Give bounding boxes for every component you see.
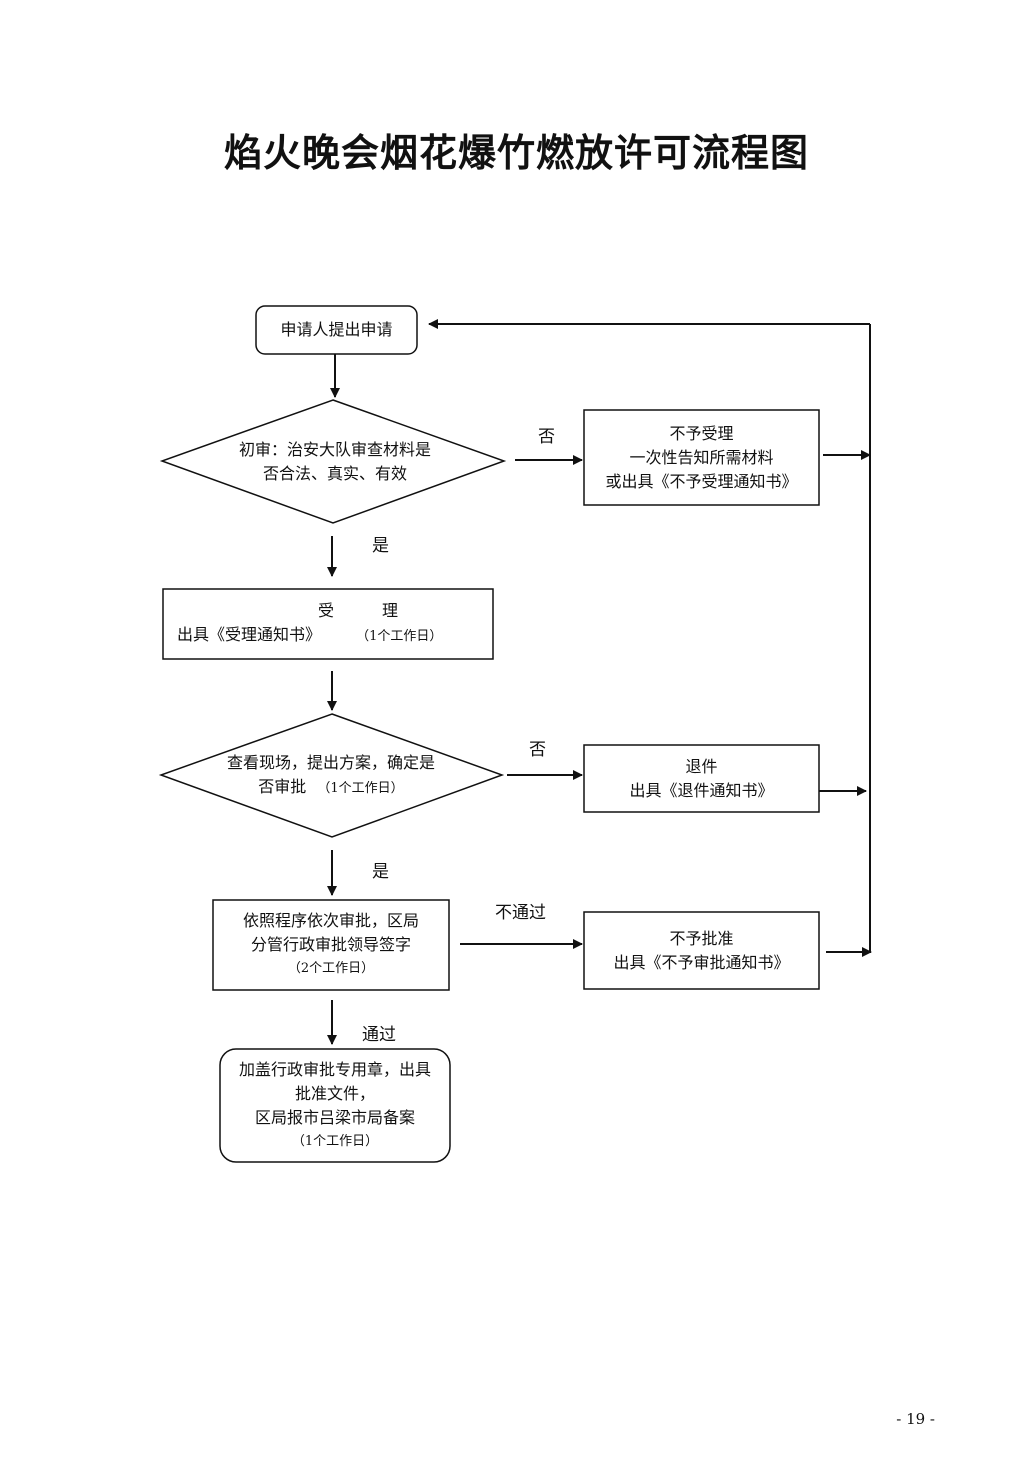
reject1-text-line2: 一次性告知所需材料 xyxy=(629,447,774,467)
review1-text-line1: 初审：治安大队审查材料是 xyxy=(238,440,431,459)
reject2-box-shape xyxy=(583,744,820,813)
accept-duration: （1个工作日） xyxy=(356,629,443,644)
review2-decision: 查看现场，提出方案，确定是 否审批 （1个工作日） xyxy=(196,750,466,802)
edge-label-fail: 不通过 xyxy=(495,903,546,923)
approve-text-line1: 依照程序依次审批，区局 xyxy=(242,911,419,930)
reject2-box: 退件 出具《退件通知书》 xyxy=(584,745,819,812)
final-duration: （1个工作日） xyxy=(291,1133,379,1149)
reject2-text-line2: 出具《退件通知书》 xyxy=(629,780,774,800)
reject2-text-line1: 退件 xyxy=(685,756,718,776)
reject3-box-shape xyxy=(583,911,820,990)
reject1-text-line3: 或出具《不予受理通知书》 xyxy=(605,471,798,491)
final-text-line2: 批准文件， xyxy=(294,1083,375,1103)
accept-box-shape xyxy=(162,588,494,660)
edge-label-yes1: 是 xyxy=(372,536,389,556)
final-text-line1: 加盖行政审批专用章，出具 xyxy=(238,1059,431,1079)
review1-decision: 初审：治安大队审查材料是 否合法、真实、有效 xyxy=(200,436,470,488)
start-node-text: 申请人提出申请 xyxy=(280,320,393,339)
review2-diamond-shape xyxy=(158,713,505,838)
reject1-box: 不予受理 一次性告知所需材料 或出具《不予受理通知书》 xyxy=(584,410,819,505)
reject3-box: 不予批准 出具《不予审批通知书》 xyxy=(584,912,819,989)
approve-duration: （2个工作日） xyxy=(287,961,375,976)
approve-process-box: 依照程序依次审批，区局 分管行政审批领导签字 （2个工作日） xyxy=(213,900,449,990)
accept-text-line1: 受 理 xyxy=(317,601,398,620)
edge-label-pass: 通过 xyxy=(362,1025,396,1045)
review2-text-line2: 否审批 （1个工作日） xyxy=(258,775,403,801)
edge-label-no1: 否 xyxy=(538,427,555,447)
review2-text-main: 否审批 xyxy=(258,777,307,796)
approve-process-box-shape xyxy=(212,899,450,991)
edge-label-no2: 否 xyxy=(529,740,546,760)
review1-text-line2: 否合法、真实、有效 xyxy=(262,464,407,483)
accept-text-line2: 出具《受理通知书》 （1个工作日） xyxy=(163,623,493,649)
page-number: - 19 - xyxy=(896,1410,935,1428)
review1-diamond-shape xyxy=(159,399,507,524)
start-node-shape xyxy=(255,305,418,355)
review2-duration: （1个工作日） xyxy=(317,781,404,796)
review2-text-line1: 查看现场，提出方案，确定是 xyxy=(226,753,435,772)
final-node-shape xyxy=(219,1048,451,1163)
start-node: 申请人提出申请 xyxy=(256,306,417,354)
final-node: 加盖行政审批专用章，出具 批准文件， 区局报市吕梁市局备案 （1个工作日） xyxy=(220,1049,450,1162)
accept-notice-text: 出具《受理通知书》 xyxy=(177,625,322,644)
flowchart-title: 焰火晚会烟花爆竹燃放许可流程图 xyxy=(223,130,809,175)
reject1-text-line1: 不予受理 xyxy=(669,423,734,443)
reject3-text-line2: 出具《不予审批通知书》 xyxy=(613,952,790,972)
approve-text-line2: 分管行政审批领导签字 xyxy=(250,935,411,954)
reject1-box-shape xyxy=(583,409,820,506)
reject3-text-line1: 不予批准 xyxy=(669,928,734,948)
final-text-line3: 区局报市吕梁市局备案 xyxy=(254,1107,415,1127)
accept-box: 受 理 出具《受理通知书》 （1个工作日） xyxy=(163,589,493,659)
edge-label-yes2: 是 xyxy=(372,862,389,882)
